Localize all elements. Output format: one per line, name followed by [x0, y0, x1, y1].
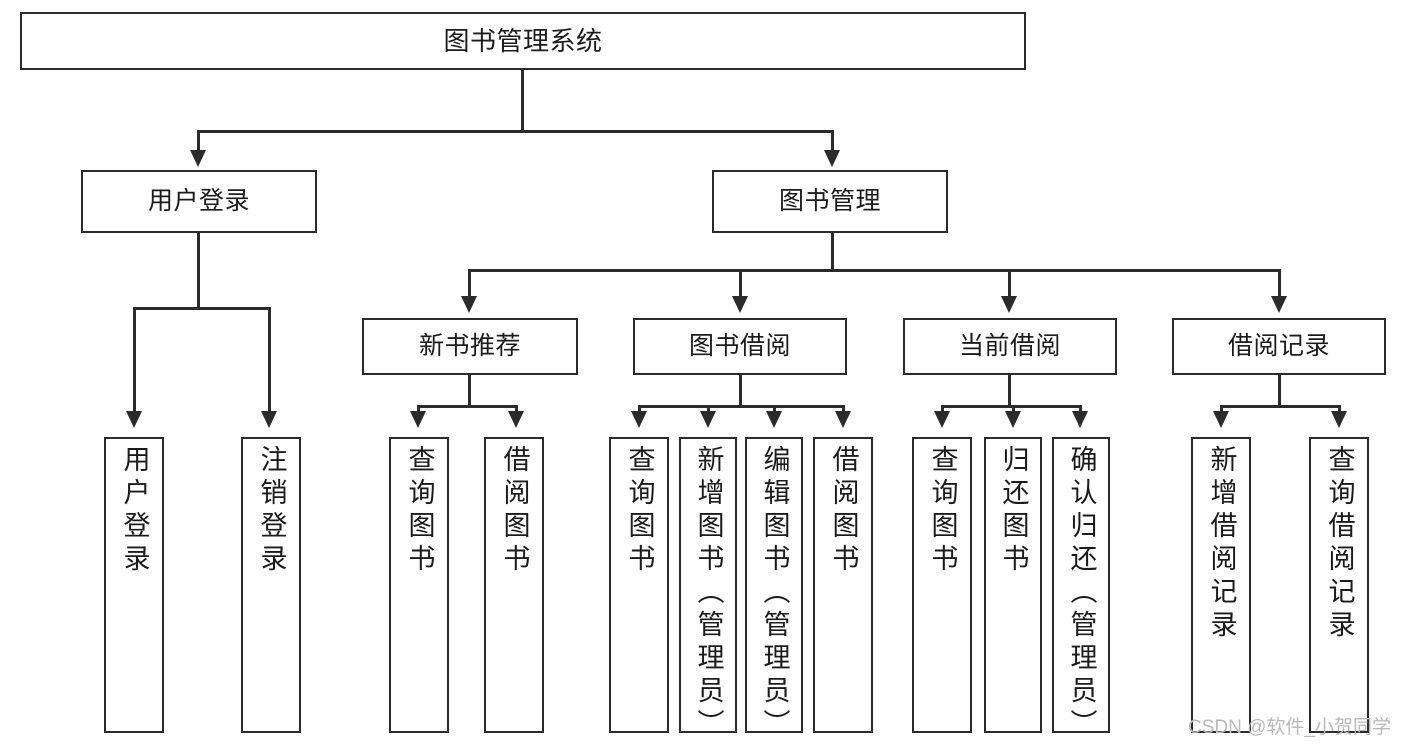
node-label: 图书管理系统 [443, 25, 603, 56]
node-label: 查询图书 [927, 445, 958, 577]
leaf-confirm-return-admin[interactable]: 确认归还（管理员） [1052, 437, 1110, 742]
arrowhead-leaf-edit-book-admin [766, 411, 782, 428]
connector-root-drop-book-manage [831, 130, 834, 152]
leaf-add-borrow-record[interactable]: 新增借阅记录 [1191, 437, 1251, 733]
node-new-book-recommend[interactable]: 新书推荐 [362, 318, 578, 375]
connector-current-borrow-bus [941, 405, 1081, 408]
arrowhead-leaf-query-book-recommend [410, 411, 426, 428]
connector-borrow-record-stem [1278, 375, 1281, 407]
connector-root-stem [521, 70, 524, 132]
node-label: 借阅图书 [828, 445, 859, 577]
connector-root-drop-user-login [197, 130, 200, 152]
connector-cb-drop-3 [1079, 405, 1082, 413]
arrowhead-to-user-login [190, 150, 206, 167]
node-current-borrow[interactable]: 当前借阅 [903, 318, 1117, 375]
leaf-query-borrow-record[interactable]: 查询借阅记录 [1309, 437, 1369, 733]
leaf-borrow-book-borrow[interactable]: 借阅图书 [813, 437, 873, 733]
node-user-login[interactable]: 用户登录 [81, 170, 317, 233]
arrowhead-new-book-recommend [461, 296, 477, 313]
node-label: 编辑图书（管理员） [759, 445, 790, 742]
arrowhead-to-book-management [824, 150, 840, 167]
leaf-user-logout[interactable]: 注销登录 [241, 437, 301, 733]
node-label: 图书管理 [778, 186, 881, 215]
leaf-query-book-recommend[interactable]: 查询图书 [389, 437, 449, 733]
connector-br-drop-2 [1338, 405, 1341, 413]
arrowhead-leaf-borrow-book-borrow [835, 411, 851, 428]
arrowhead-leaf-add-borrow-record [1213, 411, 1229, 428]
node-label: 图书借阅 [688, 331, 791, 360]
connector-borrow-record-bus [1220, 405, 1340, 408]
connector-book-borrow-stem [739, 375, 742, 407]
leaf-borrow-book-recommend[interactable]: 借阅图书 [484, 437, 544, 733]
connector-book-borrow-bus [638, 405, 845, 408]
arrowhead-leaf-query-book-borrow [631, 411, 647, 428]
connector-book-manage-stem [831, 233, 834, 272]
arrowhead-current-borrow [1001, 296, 1017, 313]
arrowhead-leaf-user-logout [261, 411, 277, 428]
node-label: 用户登录 [119, 445, 150, 577]
connector-drop-book-borrow [739, 269, 742, 298]
connector-br-drop-1 [1220, 405, 1223, 413]
node-root-book-management-system[interactable]: 图书管理系统 [20, 12, 1026, 70]
connector-bb-drop-1 [638, 405, 641, 413]
node-book-borrow[interactable]: 图书借阅 [633, 318, 847, 375]
node-label: 当前借阅 [958, 331, 1061, 360]
node-label: 注销登录 [256, 445, 287, 577]
connector-bb-drop-4 [842, 405, 845, 413]
node-label: 新书推荐 [418, 331, 521, 360]
node-label: 确认归还（管理员） [1066, 445, 1097, 742]
arrowhead-leaf-confirm-return [1072, 411, 1088, 428]
leaf-query-book-current[interactable]: 查询图书 [912, 437, 972, 733]
connector-nbr-drop-2 [515, 405, 518, 413]
connector-book-manage-bus [468, 269, 1280, 272]
connector-new-book-recommend-bus [417, 405, 518, 408]
node-label: 借阅记录 [1227, 331, 1330, 360]
node-borrow-record[interactable]: 借阅记录 [1172, 318, 1386, 375]
csdn-watermark: CSDN @软件_小贺同学 [1188, 717, 1391, 738]
node-label: 查询借阅记录 [1324, 445, 1355, 643]
connector-drop-borrow-record [1278, 269, 1281, 298]
connector-bb-drop-2 [707, 405, 710, 413]
leaf-query-book-borrow[interactable]: 查询图书 [609, 437, 669, 733]
connector-bb-drop-3 [773, 405, 776, 413]
arrowhead-leaf-borrow-book-recommend [508, 411, 524, 428]
node-label: 归还图书 [998, 445, 1029, 577]
connector-new-book-recommend-stem [468, 375, 471, 407]
arrowhead-borrow-record [1271, 296, 1287, 313]
leaf-return-book[interactable]: 归还图书 [984, 437, 1042, 733]
arrowhead-book-borrow [732, 296, 748, 313]
node-label: 新增借阅记录 [1206, 445, 1237, 643]
connector-cb-drop-2 [1012, 405, 1015, 413]
connector-drop-new-book-recommend [468, 269, 471, 298]
node-label: 查询图书 [404, 445, 435, 577]
node-label: 查询图书 [624, 445, 655, 577]
connector-root-bus [197, 130, 834, 133]
leaf-add-book-admin[interactable]: 新增图书（管理员） [679, 437, 737, 742]
leaf-edit-book-admin[interactable]: 编辑图书（管理员） [745, 437, 803, 742]
arrowhead-leaf-query-borrow-record [1331, 411, 1347, 428]
leaf-user-login[interactable]: 用户登录 [104, 437, 164, 733]
connector-cb-drop-1 [941, 405, 944, 413]
connector-user-login-drop-2 [268, 307, 271, 413]
connector-user-login-stem [197, 233, 200, 310]
connector-current-borrow-stem [1008, 375, 1011, 407]
arrowhead-leaf-query-book-current [934, 411, 950, 428]
arrowhead-leaf-user-login [126, 411, 142, 428]
arrowhead-leaf-return-book [1005, 411, 1021, 428]
connector-drop-current-borrow [1008, 269, 1011, 298]
connector-user-login-drop-1 [133, 307, 136, 413]
node-label: 用户登录 [147, 186, 250, 215]
node-book-management[interactable]: 图书管理 [712, 170, 948, 233]
node-label: 借阅图书 [499, 445, 530, 577]
node-label: 新增图书（管理员） [693, 445, 724, 742]
arrowhead-leaf-add-book-admin [700, 411, 716, 428]
connector-nbr-drop-1 [417, 405, 420, 413]
connector-user-login-bus [133, 307, 271, 310]
